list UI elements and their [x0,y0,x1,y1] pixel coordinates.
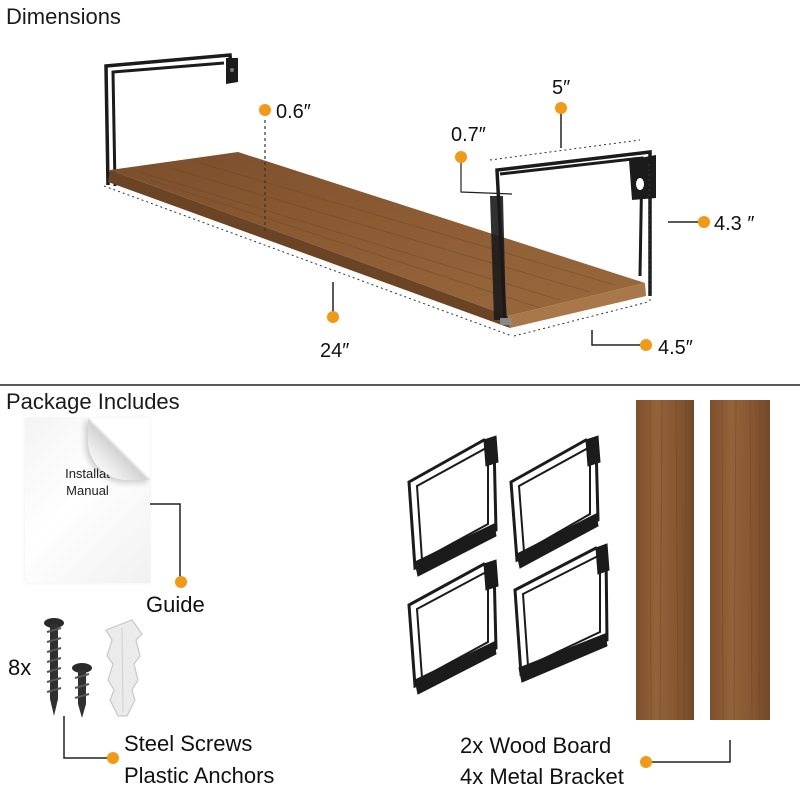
callout-dot [455,151,467,163]
screw-count-label: 8x [8,655,32,680]
shelf-depth-label: 4.5″ [658,337,693,359]
package-title: Package Includes [6,389,180,414]
manual-title-line1: Installat [65,466,110,481]
dimensions-title: Dimensions [6,4,121,29]
screws-and-anchors-illustration [44,618,143,718]
guide-label: Guide [146,592,205,617]
wood-leader-line [650,740,731,763]
plastic-anchors-label: Plastic Anchors [124,763,275,788]
dimension-lines [103,112,698,346]
callout-dot [555,102,567,114]
bracket-wire-label: 0.7″ [451,124,486,146]
callout-dot [107,752,119,764]
callout-dot [698,216,710,228]
callout-dot [327,311,339,323]
callout-dot [175,576,187,588]
manual-cover-text: Installat Manual [25,465,150,499]
callout-dot [640,339,652,351]
shelf-illustration [104,53,656,328]
callout-dots [107,102,710,768]
bracket-depth-label: 5″ [552,77,571,99]
installation-manual: Installat Manual [25,418,150,583]
wood-board-label: 2x Wood Board [460,733,612,758]
wood-boards-illustration [636,399,770,721]
guide-leader-line [150,503,181,578]
manual-title-line2: Manual [66,483,109,498]
screws-leader-line [63,716,108,759]
shelf-length-label: 24″ [320,340,350,362]
metal-brackets-illustration [407,435,610,695]
callout-dot [259,104,271,116]
bracket-height-label: 4.3 ″ [714,213,755,235]
metal-bracket-label: 4x Metal Bracket [460,764,624,789]
steel-screws-label: Steel Screws [124,731,253,756]
callout-dot [640,756,652,768]
bracket-thickness-label: 0.6″ [276,101,311,123]
